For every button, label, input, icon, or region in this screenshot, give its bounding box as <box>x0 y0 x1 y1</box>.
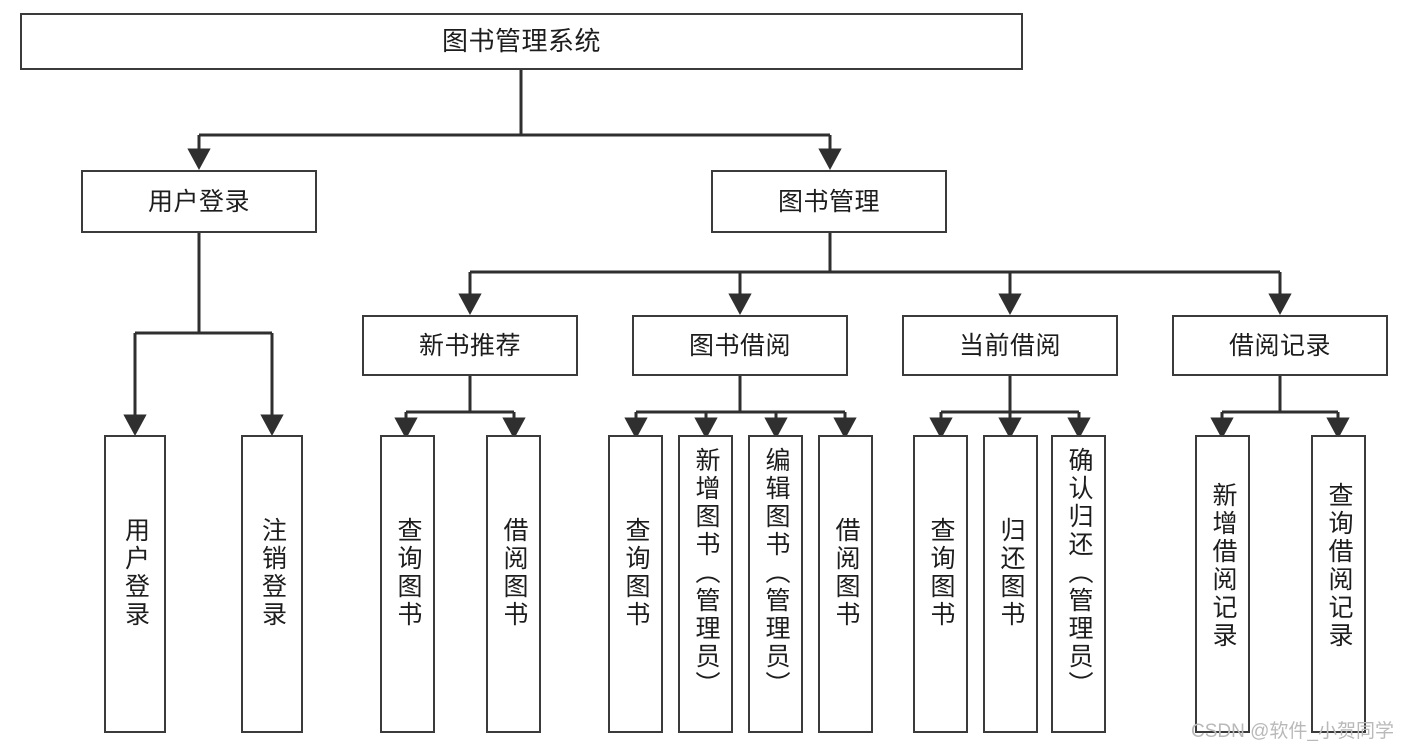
node-label: 归还图书 <box>997 517 1025 629</box>
node-book-manage[interactable]: 图书管理 <box>711 170 947 233</box>
leaf-user-login[interactable]: 用户登录 <box>104 435 166 733</box>
node-label: 编辑图书（管理员） <box>762 447 790 699</box>
node-label: 图书借阅 <box>688 331 791 360</box>
node-label: 查询图书 <box>394 517 422 629</box>
node-label: 借阅图书 <box>832 517 860 629</box>
node-label: 图书管理系统 <box>441 25 601 56</box>
leaf-confirm-return[interactable]: 确认归还（管理员） <box>1051 435 1106 733</box>
leaf-query-borrow-record[interactable]: 查询借阅记录 <box>1311 435 1366 733</box>
leaf-query-book-current[interactable]: 查询图书 <box>913 435 968 733</box>
node-label: 当前借阅 <box>958 331 1061 360</box>
node-book-borrow[interactable]: 图书借阅 <box>632 315 848 376</box>
leaf-return-book[interactable]: 归还图书 <box>983 435 1038 733</box>
leaf-add-borrow-record[interactable]: 新增借阅记录 <box>1195 435 1250 733</box>
csdn-watermark: CSDN @软件_小贺同学 <box>1191 721 1394 742</box>
leaf-borrow-book[interactable]: 借阅图书 <box>818 435 873 733</box>
node-borrow-record[interactable]: 借阅记录 <box>1172 315 1388 376</box>
node-label: 注销登录 <box>258 517 287 629</box>
node-label: 查询图书 <box>622 517 650 629</box>
node-label: 用户登录 <box>121 517 150 629</box>
node-label: 借阅图书 <box>500 517 528 629</box>
node-new-book-recommend[interactable]: 新书推荐 <box>362 315 578 376</box>
node-label: 用户登录 <box>147 187 250 216</box>
leaf-add-book[interactable]: 新增图书（管理员） <box>678 435 733 733</box>
leaf-edit-book[interactable]: 编辑图书（管理员） <box>748 435 803 733</box>
node-label: 新增图书（管理员） <box>692 447 720 699</box>
leaf-borrow-book-recommend[interactable]: 借阅图书 <box>486 435 541 733</box>
leaf-user-logout[interactable]: 注销登录 <box>241 435 303 733</box>
node-label: 查询借阅记录 <box>1325 482 1353 650</box>
node-label: 新书推荐 <box>418 331 521 360</box>
node-root-system[interactable]: 图书管理系统 <box>20 13 1023 70</box>
node-label: 查询图书 <box>927 517 955 629</box>
node-label: 借阅记录 <box>1228 331 1331 360</box>
node-label: 图书管理 <box>777 187 880 216</box>
leaf-query-book-borrow[interactable]: 查询图书 <box>608 435 663 733</box>
node-label: 新增借阅记录 <box>1209 482 1237 650</box>
leaf-query-book-recommend[interactable]: 查询图书 <box>380 435 435 733</box>
node-user-login[interactable]: 用户登录 <box>81 170 317 233</box>
node-current-borrow[interactable]: 当前借阅 <box>902 315 1118 376</box>
node-label: 确认归还（管理员） <box>1065 447 1093 699</box>
